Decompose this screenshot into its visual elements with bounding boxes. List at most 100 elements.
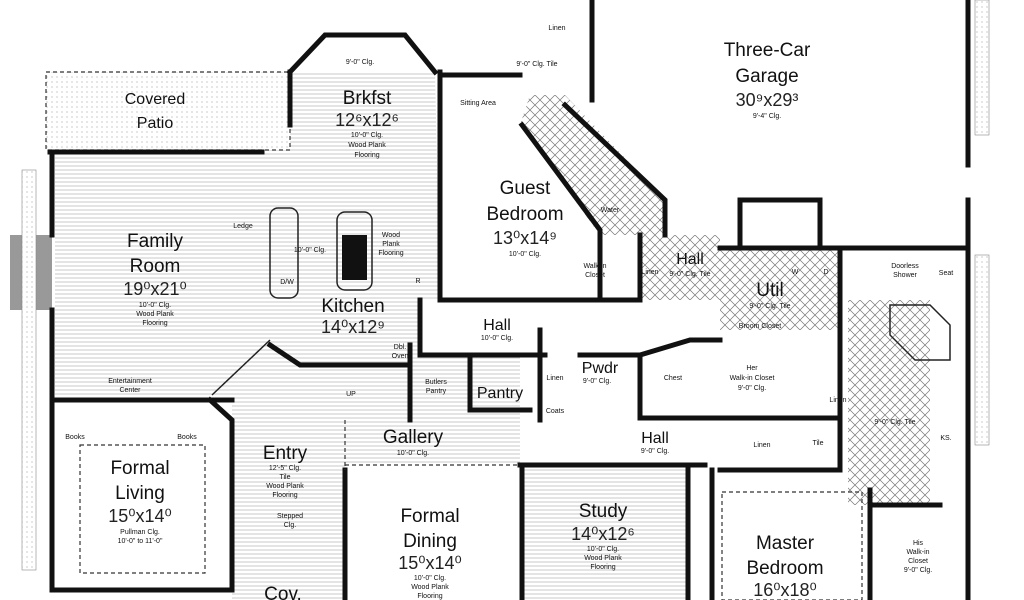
siding-left — [21, 169, 37, 571]
washer-label: W — [792, 269, 799, 276]
water-label: Water — [601, 207, 620, 214]
shower-label: Doorless — [891, 263, 919, 270]
kitchen-floor: Wood — [382, 232, 400, 239]
stepped-ceiling: Stepped — [277, 513, 303, 520]
family-room-size: 19⁰x21⁰ — [123, 279, 186, 299]
brkfst-label: Brkfst — [343, 88, 392, 109]
master-bath-floor — [848, 300, 930, 505]
ks-label: KS. — [940, 435, 951, 442]
his-closet-label: His — [913, 540, 924, 547]
gallery-ceiling: 10'-0" Clg. — [397, 450, 429, 457]
formal-dining-floor: Wood Plank — [411, 584, 449, 591]
covered-porch-label: Cov. — [264, 584, 302, 600]
study-ceiling: 10'-0" Clg. — [587, 546, 619, 553]
formal-dining-label-2: Dining — [403, 531, 457, 552]
entertainment-center: Entertainment — [108, 378, 152, 385]
pantry-label: Pantry — [477, 385, 523, 402]
kitchen-floor-2: Plank — [382, 241, 400, 248]
brkfst-size: 12⁶x12⁶ — [335, 110, 399, 130]
patio-label-2: Patio — [137, 115, 174, 132]
dryer-label: D — [823, 269, 828, 276]
his-closet-ceiling: 9'-0" Clg. — [904, 567, 932, 574]
guest-bedroom-size: 13⁰x14⁹ — [493, 228, 557, 248]
stepped-ceiling-2: Clg. — [284, 522, 297, 529]
butlers-pantry-label-2: Pantry — [426, 388, 447, 395]
study-floor: Wood Plank — [584, 555, 622, 562]
util-label: Util — [756, 280, 783, 301]
master-bedroom-size: 16⁰x18⁰ — [753, 580, 816, 600]
hall-ceiling: 10'-0" Clg. — [481, 335, 513, 342]
walkin-closet-label-2: Closet — [585, 272, 605, 279]
oven-label-2: Oven — [392, 353, 409, 360]
gallery-label: Gallery — [383, 427, 444, 448]
family-room-label-2: Room — [130, 256, 181, 277]
guest-linen: Linen — [548, 25, 565, 32]
brkfst-bay-ceiling: 9'-0" Clg. — [346, 59, 374, 66]
master-bath-ceiling: 9'-0" Clg. Tile — [874, 419, 915, 426]
brkfst-floor-2: Flooring — [354, 152, 379, 159]
guest-bedroom-label: Guest — [500, 178, 551, 199]
coats-label: Coats — [546, 408, 565, 415]
entry-floor: Wood Plank — [266, 483, 304, 490]
formal-living-ceiling-2: 10'-0" to 11'-0" — [118, 538, 163, 545]
powder-room-ceiling: 9'-0" Clg. — [583, 378, 611, 385]
kitchen-ceiling: 10'-0" Clg. — [294, 247, 326, 254]
study-floor — [524, 467, 686, 600]
formal-living-label: Formal — [110, 458, 169, 479]
her-closet-label: Her — [746, 365, 758, 372]
dishwasher-label: D/W — [280, 279, 294, 286]
seat-label: Seat — [939, 270, 953, 277]
siding-right — [974, 0, 990, 136]
study-size: 14⁰x12⁶ — [571, 524, 635, 544]
hall-master-label: Hall — [641, 430, 669, 447]
formal-dining-label: Formal — [400, 506, 459, 527]
kitchen-size: 14⁰x12⁹ — [321, 317, 385, 337]
formal-dining-size: 15⁰x14⁰ — [398, 553, 461, 573]
study-floor-2: Flooring — [590, 564, 615, 571]
hall-util-label: Hall — [676, 251, 704, 268]
broom-closet-label: Broom Closet — [739, 323, 781, 330]
guest-bedroom-ceiling: 10'-0" Clg. — [509, 251, 541, 258]
linen-label: Linen — [641, 269, 658, 276]
her-closet-label-2: Walk-in Closet — [730, 375, 775, 382]
entry-ceiling: 12'-5" Clg. — [269, 465, 301, 472]
family-room-floor: Wood Plank — [136, 311, 174, 318]
shower-label-2: Shower — [893, 272, 917, 279]
formal-living-size: 15⁰x14⁰ — [108, 506, 171, 526]
chest-label: Chest — [664, 375, 682, 382]
her-closet-ceiling: 9'-0" Clg. — [738, 385, 766, 392]
butlers-pantry-label: Butlers — [425, 379, 447, 386]
family-room-ceiling: 10'-0" Clg. — [139, 302, 171, 309]
kitchen-label: Kitchen — [321, 296, 384, 317]
stairs-up-label: UP — [346, 391, 356, 398]
kitchen-floor-3: Flooring — [378, 250, 403, 257]
ledge-label: Ledge — [233, 223, 253, 230]
walls — [45, 0, 971, 600]
his-closet-label-3: Closet — [908, 558, 928, 565]
entry-floor-2: Flooring — [272, 492, 297, 499]
family-room-label: Family — [127, 231, 183, 252]
books-label-left: Books — [65, 434, 85, 441]
guest-bedroom-label-2: Bedroom — [486, 204, 563, 225]
garage-label: Three-Car — [724, 40, 811, 61]
family-kitchen-floor — [55, 72, 520, 600]
brkfst-floor: Wood Plank — [348, 142, 386, 149]
oven-label: Dbl. — [394, 344, 407, 351]
family-room-floor-2: Flooring — [142, 320, 167, 327]
cooktop — [342, 235, 367, 280]
entertainment-center-2: Center — [119, 387, 141, 394]
hall-label: Hall — [483, 317, 511, 334]
siding-right-2 — [974, 254, 990, 446]
formal-dining-ceiling: 10'-0" Clg. — [414, 575, 446, 582]
books-label-right: Books — [177, 434, 197, 441]
entry-tile: Tile — [279, 474, 290, 481]
formal-living-label-2: Living — [115, 483, 165, 504]
master-bedroom-label-2: Bedroom — [746, 558, 823, 579]
util-floor — [720, 250, 840, 330]
brkfst-ceiling: 10'-0" Clg. — [351, 132, 383, 139]
formal-living-ceiling: Pullman Clg. — [120, 529, 160, 536]
sitting-area-label: Sitting Area — [460, 100, 496, 107]
patio-label: Covered — [125, 91, 185, 108]
walkin-closet-label: Walk-in — [583, 263, 606, 270]
